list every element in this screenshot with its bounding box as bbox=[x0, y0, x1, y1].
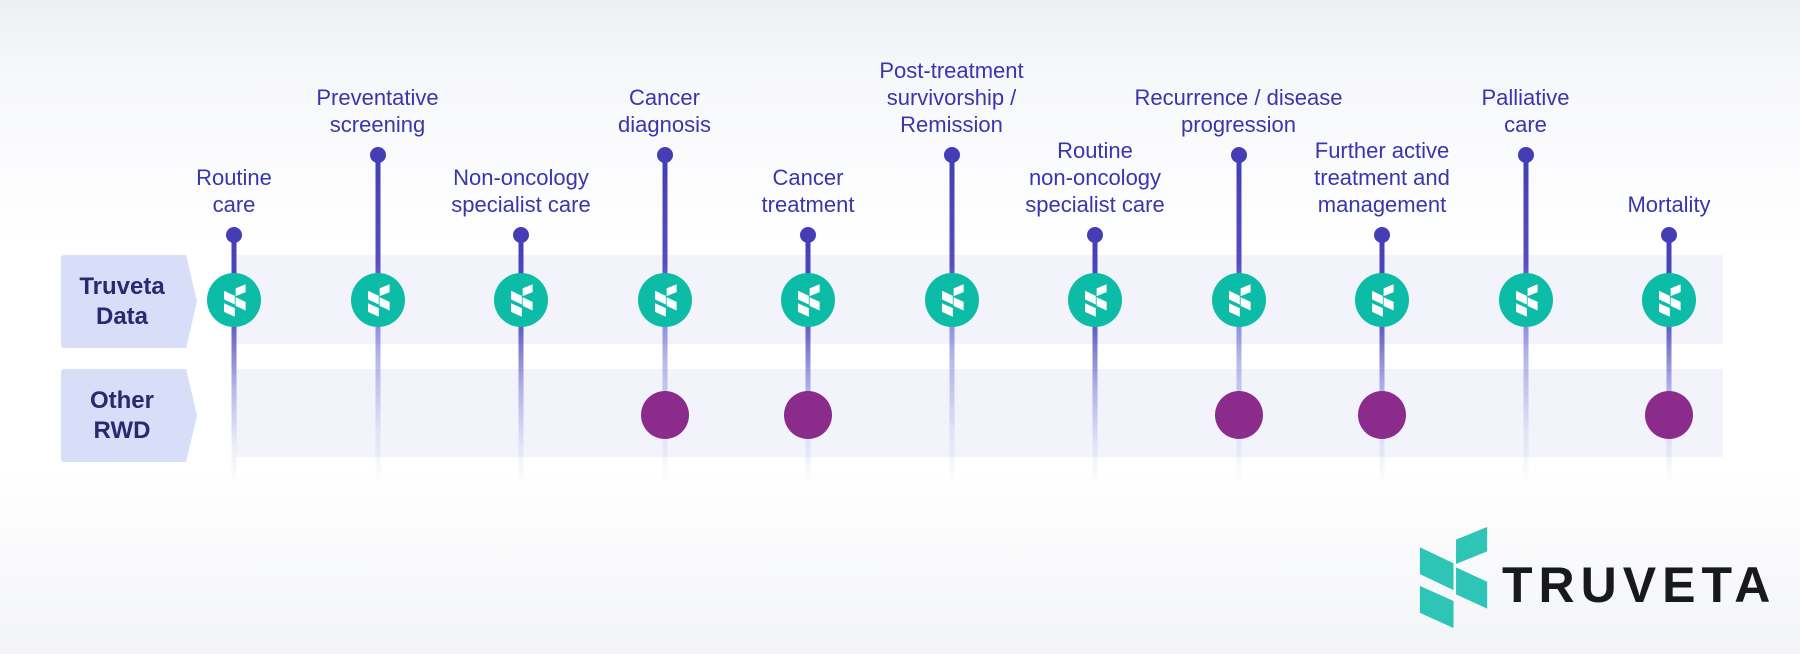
row-label-truveta-data: Truveta Data bbox=[61, 255, 197, 348]
milestone-label: Mortality bbox=[1627, 192, 1711, 217]
truveta-leaf-icon bbox=[1084, 283, 1107, 317]
truveta-leaf-icon bbox=[1419, 527, 1488, 628]
milestone-stem bbox=[1379, 235, 1385, 485]
other-rwd-marker bbox=[1214, 391, 1263, 439]
truveta-data-marker bbox=[350, 273, 405, 327]
truveta-data-marker bbox=[207, 273, 261, 327]
truveta-wordmark: TRUVETA bbox=[1502, 556, 1777, 613]
milestone-stem bbox=[1092, 235, 1098, 485]
milestone-label: Further active treatment and management bbox=[1314, 138, 1450, 217]
truveta-data-marker bbox=[1498, 273, 1553, 327]
truveta-leaf-icon bbox=[654, 283, 677, 317]
truveta-leaf-icon bbox=[1515, 283, 1538, 317]
other-rwd-marker bbox=[1358, 391, 1406, 439]
truveta-data-marker bbox=[494, 273, 548, 327]
milestone-label: Palliative care bbox=[1481, 85, 1570, 137]
truveta-data-marker bbox=[637, 273, 692, 327]
truveta-data-marker bbox=[1068, 273, 1122, 327]
other-rwd-marker bbox=[1645, 391, 1693, 439]
truveta-leaf-icon bbox=[1371, 283, 1394, 317]
truveta-leaf-icon bbox=[941, 283, 964, 317]
truveta-data-marker bbox=[1642, 273, 1696, 327]
milestone-label: Recurrence / disease progression bbox=[1134, 85, 1343, 137]
row-label-other-rwd: Other RWD bbox=[61, 369, 197, 462]
truveta-leaf-icon bbox=[510, 283, 533, 317]
milestone-label: Non-oncology specialist care bbox=[451, 165, 591, 217]
milestone-label: Post-treatment survivorship / Remission bbox=[879, 58, 1024, 137]
truveta-leaf-icon bbox=[1228, 283, 1251, 317]
milestone-label: Cancer diagnosis bbox=[618, 85, 711, 137]
truveta-data-marker bbox=[1211, 273, 1266, 327]
milestone-stem bbox=[1666, 235, 1672, 485]
milestone-label: Routine care bbox=[196, 165, 272, 217]
milestone-stem bbox=[231, 235, 237, 485]
milestone-label: Routine non-oncology specialist care bbox=[1025, 138, 1165, 217]
truveta-leaf-icon bbox=[1658, 283, 1681, 317]
other-rwd-marker bbox=[640, 391, 689, 439]
milestone-label: Cancer treatment bbox=[761, 165, 855, 217]
truveta-data-marker bbox=[924, 273, 979, 327]
other-rwd-marker bbox=[784, 391, 832, 439]
milestone-stem bbox=[805, 235, 811, 485]
truveta-logo: TRUVETA bbox=[1414, 526, 1776, 629]
truveta-leaf-icon bbox=[223, 283, 246, 317]
truveta-data-marker bbox=[1355, 273, 1409, 327]
milestone-stem bbox=[518, 235, 524, 485]
truveta-leaf-icon bbox=[797, 283, 820, 317]
milestone-label: Preventative screening bbox=[316, 85, 439, 137]
timeline-band-other-rwd bbox=[236, 369, 1723, 457]
truveta-leaf-icon bbox=[367, 283, 390, 317]
timeline-band-truveta-data bbox=[236, 255, 1723, 344]
truveta-data-marker bbox=[781, 273, 835, 327]
